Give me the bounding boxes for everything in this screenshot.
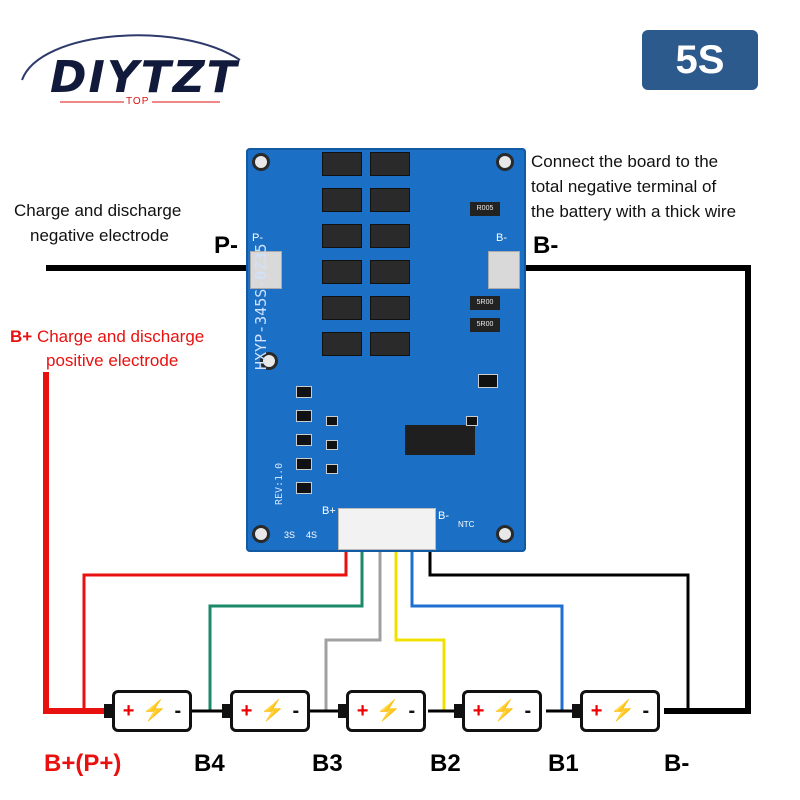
minus-icon: - [174, 700, 182, 722]
board-revision: REV:1.0 [274, 462, 285, 505]
b-minus-silk: B- [438, 510, 449, 522]
mosfet [322, 260, 362, 284]
label-b3: B3 [312, 750, 343, 777]
right-description-line-2: total negative terminal of [531, 177, 717, 196]
battery-terminal [222, 704, 230, 718]
pad-p-minus-mark: P- [252, 232, 263, 244]
ntc-silk: NTC [458, 520, 475, 529]
series-badge: 5S [642, 30, 758, 90]
mosfet [370, 296, 410, 320]
minus-icon: - [292, 700, 300, 722]
b-minus-main-wire [500, 265, 751, 714]
p-minus-pad [250, 251, 282, 289]
minus-icon: - [642, 700, 650, 722]
smd-capacitor [466, 416, 478, 426]
plus-icon: + [240, 700, 253, 722]
mount-hole [496, 153, 514, 171]
green-balance-wire [208, 548, 364, 711]
plus-icon: + [122, 700, 135, 722]
mount-hole [252, 525, 270, 543]
p-minus-label: P- [214, 232, 238, 259]
label-b2: B2 [430, 750, 461, 777]
battery-terminal [454, 704, 462, 718]
mosfet [322, 152, 362, 176]
smd-capacitor [478, 374, 498, 388]
mosfet [322, 224, 362, 248]
red-description-line-1: B+ Charge and discharge [10, 325, 204, 349]
s4-silk: 4S [306, 530, 318, 540]
smd-diode [296, 458, 312, 470]
battery-terminal [104, 704, 112, 718]
battery-cell-1: + ⚡ - [112, 690, 192, 732]
battery-cell-3: + ⚡ - [346, 690, 426, 732]
pad-b-minus-mark: B- [496, 232, 507, 244]
left-description-line-2: negative electrode [30, 226, 169, 245]
label-b-minus: B- [664, 750, 690, 777]
bolt-icon: ⚡ [142, 700, 167, 722]
shunt-resistor: R005 [470, 202, 500, 216]
smd-part [326, 440, 338, 450]
battery-cell-2: + ⚡ - [230, 690, 310, 732]
b-plus-prefix: B+ [10, 327, 33, 346]
mosfet [370, 152, 410, 176]
red-balance-wire [82, 548, 348, 711]
b-minus-label: B- [533, 232, 559, 259]
right-description-line-1: Connect the board to the [531, 152, 719, 171]
logo-swoosh [21, 34, 241, 81]
bolt-icon: ⚡ [610, 700, 635, 722]
battery-terminal [572, 704, 580, 718]
minus-icon: - [524, 700, 532, 722]
board-model-silkscreen: HXYP-345S-0Z35 [252, 243, 270, 370]
brand-tagline: TOP [126, 96, 150, 107]
smd-diode [296, 386, 312, 398]
mount-hole [252, 153, 270, 171]
shunt-resistor: 5R00 [470, 296, 500, 310]
b-minus-pad [488, 251, 520, 289]
mosfet [322, 188, 362, 212]
smd-diode [296, 410, 312, 422]
plus-icon: + [356, 700, 369, 722]
b-plus-wire [43, 372, 108, 714]
yellow-balance-wire [394, 548, 446, 711]
mosfet [370, 188, 410, 212]
red-description-line-2: positive electrode [46, 351, 179, 370]
mosfet [322, 296, 362, 320]
blue-balance-wire [410, 548, 564, 711]
smd-part [326, 416, 338, 426]
battery-terminal [338, 704, 346, 718]
smd-part [326, 464, 338, 474]
b-plus-silk: B+ [322, 505, 336, 517]
plus-icon: + [472, 700, 485, 722]
smd-diode [296, 482, 312, 494]
bolt-icon: ⚡ [260, 700, 285, 722]
right-description-line-3: the battery with a thick wire [531, 202, 737, 221]
battery-cell-5: + ⚡ - [580, 690, 660, 732]
mosfet [370, 332, 410, 356]
mount-hole [260, 352, 278, 370]
black-balance-wire [428, 548, 690, 711]
red-description-text: Charge and discharge [36, 327, 205, 346]
mosfet [370, 224, 410, 248]
shunt-resistor: 5R00 [470, 318, 500, 332]
gray-balance-wire [324, 548, 382, 711]
smd-diode [296, 434, 312, 446]
label-b1: B1 [548, 750, 579, 777]
label-b4: B4 [194, 750, 225, 777]
s3-silk: 3S [284, 530, 296, 540]
brand-logo: DIYTZT [50, 52, 239, 103]
bolt-icon: ⚡ [492, 700, 517, 722]
left-description-line-1: Charge and discharge [14, 201, 182, 220]
battery-cell-4: + ⚡ - [462, 690, 542, 732]
plus-icon: + [590, 700, 603, 722]
balance-connector [338, 508, 436, 550]
label-b-plus-p-plus: B+(P+) [44, 750, 122, 777]
control-ic [405, 425, 475, 455]
mosfet [370, 260, 410, 284]
mount-hole [496, 525, 514, 543]
bolt-icon: ⚡ [376, 700, 401, 722]
minus-icon: - [408, 700, 416, 722]
mosfet [322, 332, 362, 356]
